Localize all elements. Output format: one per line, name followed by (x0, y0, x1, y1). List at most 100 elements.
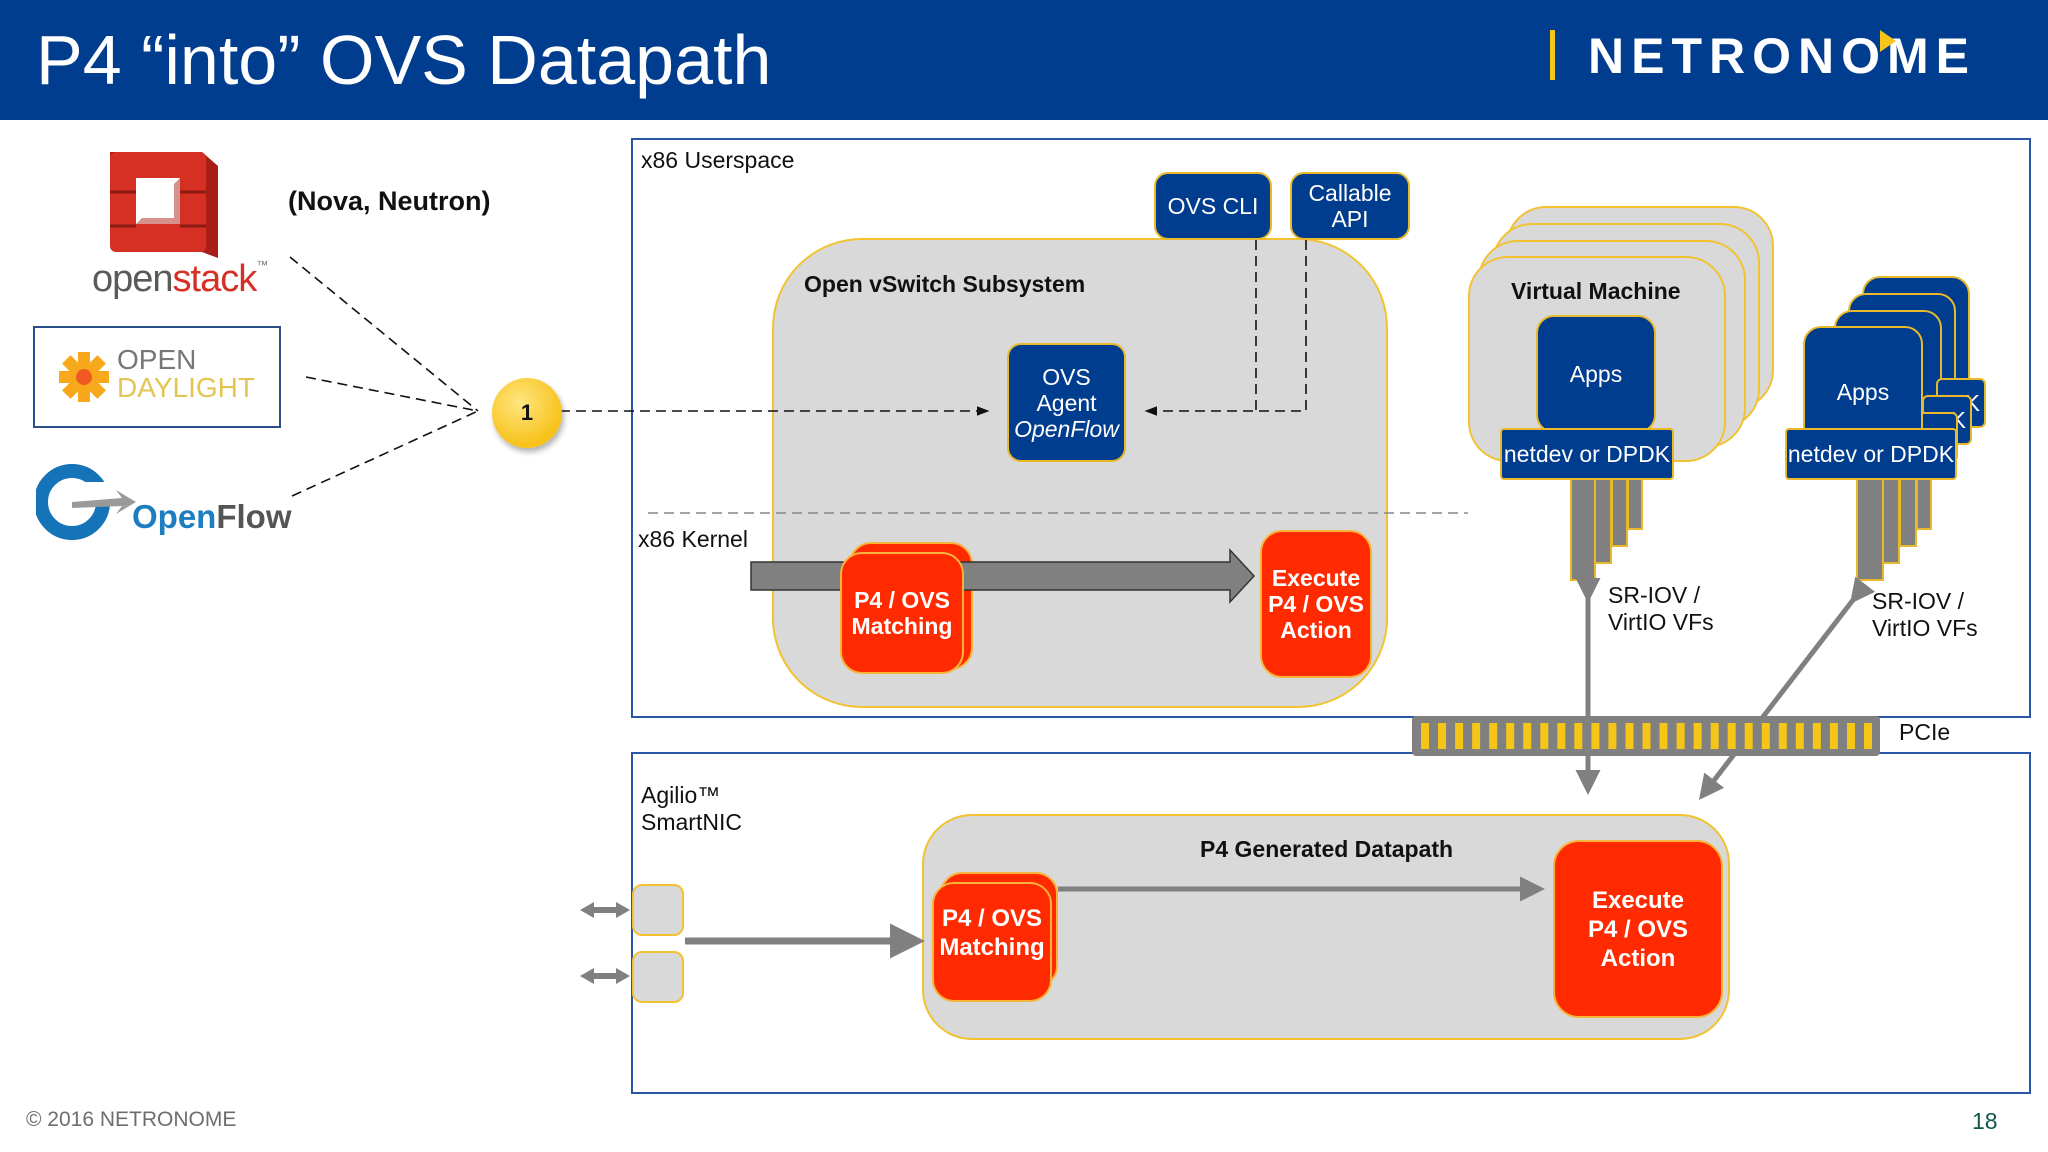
smartnic-label-line2: SmartNIC (641, 809, 742, 835)
control-plane-caption: (Nova, Neutron) (288, 186, 491, 216)
pcie-lane (1744, 723, 1753, 749)
step-badge-number: 1 (520, 400, 534, 425)
container-vf-label: SR-IOV / VirtIO VFs (1872, 588, 1978, 642)
container-netdev-box[interactable]: netdev or DPDK (1785, 428, 1957, 480)
openflow-text-flow: Flow (216, 498, 292, 535)
pcie-lane (1693, 723, 1702, 749)
pcie-lane (1710, 723, 1719, 749)
pcie-lane (1778, 723, 1787, 749)
netronome-play-icon (1880, 30, 1896, 52)
ovs-cli-box[interactable]: OVS CLI (1154, 172, 1272, 240)
opendaylight-star-icon (59, 352, 109, 402)
brand-divider (1550, 30, 1555, 80)
pcie-lane (1489, 723, 1498, 749)
pcie-lane (1659, 723, 1668, 749)
nic-action-line2: P4 / OVS (1587, 915, 1689, 943)
openflow-logo: OpenFlow (36, 462, 292, 542)
pcie-lane (1829, 723, 1838, 749)
kernel-flow-arrow (750, 548, 1256, 604)
nic-matching-line1: P4 / OVS (941, 905, 1043, 932)
nic-action-line3: Action (1600, 944, 1676, 972)
pcie-lane (1761, 723, 1770, 749)
vm-vf-label-line2: VirtIO VFs (1608, 609, 1714, 635)
openflow-swirl-icon (36, 464, 136, 540)
pcie-lanes (1421, 723, 1872, 749)
pcie-lane (1676, 723, 1685, 749)
callable-api-line2: API (1331, 206, 1369, 232)
openstack-text-open: open (92, 258, 174, 300)
kernel-action-line1: Execute (1271, 565, 1361, 591)
page-number: 18 (1972, 1108, 1998, 1134)
pcie-lane (1625, 723, 1634, 749)
nic-port-2-arrow (580, 968, 630, 984)
ovs-subsystem-title: Open vSwitch Subsystem (804, 271, 1086, 297)
x86-userspace-label: x86 Userspace (641, 147, 795, 173)
nic-action-line1: Execute (1591, 886, 1685, 914)
openstack-text-stack: stack (172, 258, 258, 300)
pcie-lane (1455, 723, 1464, 749)
pcie-lane (1591, 723, 1600, 749)
pcie-lane (1472, 723, 1481, 749)
pcie-lane (1523, 723, 1532, 749)
opendaylight-logo: OPEN DAYLIGHT (33, 326, 281, 428)
step-badge: 1 (492, 378, 562, 448)
pcie-lane (1540, 723, 1549, 749)
nic-port-1-arrow (580, 902, 630, 918)
pcie-lane (1864, 723, 1872, 749)
vm-vf-label-line1: SR-IOV / (1608, 582, 1701, 608)
callable-api-box[interactable]: Callable API (1290, 172, 1410, 240)
ovs-cli-label: OVS CLI (1167, 193, 1259, 219)
cli-api-to-agent-connector (1146, 240, 1307, 411)
vm-apps-label: Apps (1569, 361, 1623, 387)
callable-api-line1: Callable (1308, 180, 1392, 206)
pcie-lane (1438, 723, 1446, 749)
opendaylight-text-open: OPEN (117, 344, 197, 375)
slide-title: P4 “into” OVS Datapath (36, 21, 772, 99)
ovs-agent-line1: OVS (1042, 363, 1091, 390)
pcie-lane (1727, 723, 1736, 749)
pcie-label: PCIe (1899, 719, 1951, 745)
pcie-lane (1608, 723, 1617, 749)
pcie-lane (1421, 723, 1429, 749)
openflow-text-open: Open (132, 498, 217, 535)
openflow-connector (291, 410, 479, 497)
openstack-tm: ™ (256, 258, 268, 272)
openstack-logo (90, 140, 260, 310)
x86-kernel-label: x86 Kernel (638, 526, 748, 552)
vm-netdev-label: netdev or DPDK (1503, 441, 1671, 467)
nic-port-1[interactable] (632, 884, 684, 936)
nic-port-2[interactable] (632, 951, 684, 1003)
pcie-lane (1506, 723, 1515, 749)
nic-action-box[interactable]: Execute P4 / OVS Action (1553, 840, 1723, 1018)
kernel-matching-line1: P4 / OVS (854, 587, 950, 613)
vm-vf-bar-1 (1570, 478, 1596, 581)
nic-matching-box[interactable]: P4 / OVS Matching (932, 882, 1052, 1002)
kernel-action-line3: Action (1280, 617, 1352, 643)
kernel-matching-line2: Matching (851, 613, 953, 639)
container-netdev-label: netdev or DPDK (1787, 441, 1955, 467)
pcie-lane (1847, 723, 1855, 749)
pcie-lane (1812, 723, 1821, 749)
p4-datapath-title: P4 Generated Datapath (1200, 836, 1454, 862)
container-vf-label-line1: SR-IOV / (1872, 588, 1965, 614)
container-pcie-arrow (1698, 576, 1876, 800)
openstack-cube-icon (110, 152, 218, 258)
pcie-lane (1642, 723, 1651, 749)
openflow-wordmark: OpenFlow (132, 498, 292, 536)
vm-netdev-box[interactable]: netdev or DPDK (1500, 428, 1674, 480)
kernel-action-box[interactable]: Execute P4 / OVS Action (1260, 530, 1372, 678)
vm-vf-label: SR-IOV / VirtIO VFs (1608, 582, 1714, 636)
slide-header (0, 0, 2048, 120)
openstack-connector (289, 256, 479, 412)
ovs-agent-box[interactable]: OVS Agent OpenFlow (1007, 343, 1126, 462)
pcie-lane (1574, 723, 1583, 749)
kernel-matching-box[interactable]: P4 / OVS Matching (840, 552, 964, 674)
smartnic-label: Agilio™ SmartNIC (641, 782, 742, 836)
virtual-machine-title: Virtual Machine (1511, 278, 1681, 304)
container-apps-label: Apps (1836, 379, 1890, 405)
ovs-agent-line2: Agent (1036, 389, 1097, 416)
netronome-logo: NETRONOME (1588, 28, 1976, 84)
footer-copyright: © 2016 NETRONOME (26, 1108, 237, 1131)
smartnic-label-line1: Agilio™ (641, 782, 721, 808)
pcie-lane (1557, 723, 1566, 749)
